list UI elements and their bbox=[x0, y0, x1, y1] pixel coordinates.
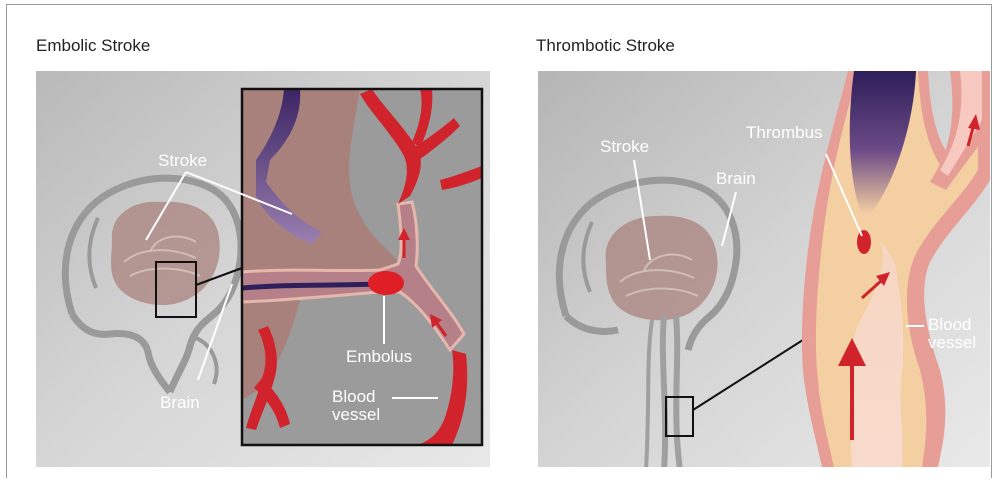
thrombotic-blood-vessel-label-line1: Blood bbox=[928, 315, 971, 334]
embolic-blood-vessel-label-line2: vessel bbox=[332, 405, 380, 424]
thrombus-label: Thrombus bbox=[746, 123, 823, 142]
thrombotic-stroke-label: Stroke bbox=[600, 137, 649, 156]
embolus-label: Embolus bbox=[346, 347, 412, 366]
thrombotic-blood-vessel-label-line2: vessel bbox=[928, 333, 976, 352]
thrombotic-brain-label: Brain bbox=[716, 169, 756, 188]
embolic-stroke-label: Stroke bbox=[158, 151, 207, 170]
thrombus-clot bbox=[857, 230, 871, 254]
embolic-brain-label: Brain bbox=[160, 393, 200, 412]
embolic-blood-vessel-label-line1: Blood bbox=[332, 387, 375, 406]
embolus-clot bbox=[368, 271, 404, 295]
